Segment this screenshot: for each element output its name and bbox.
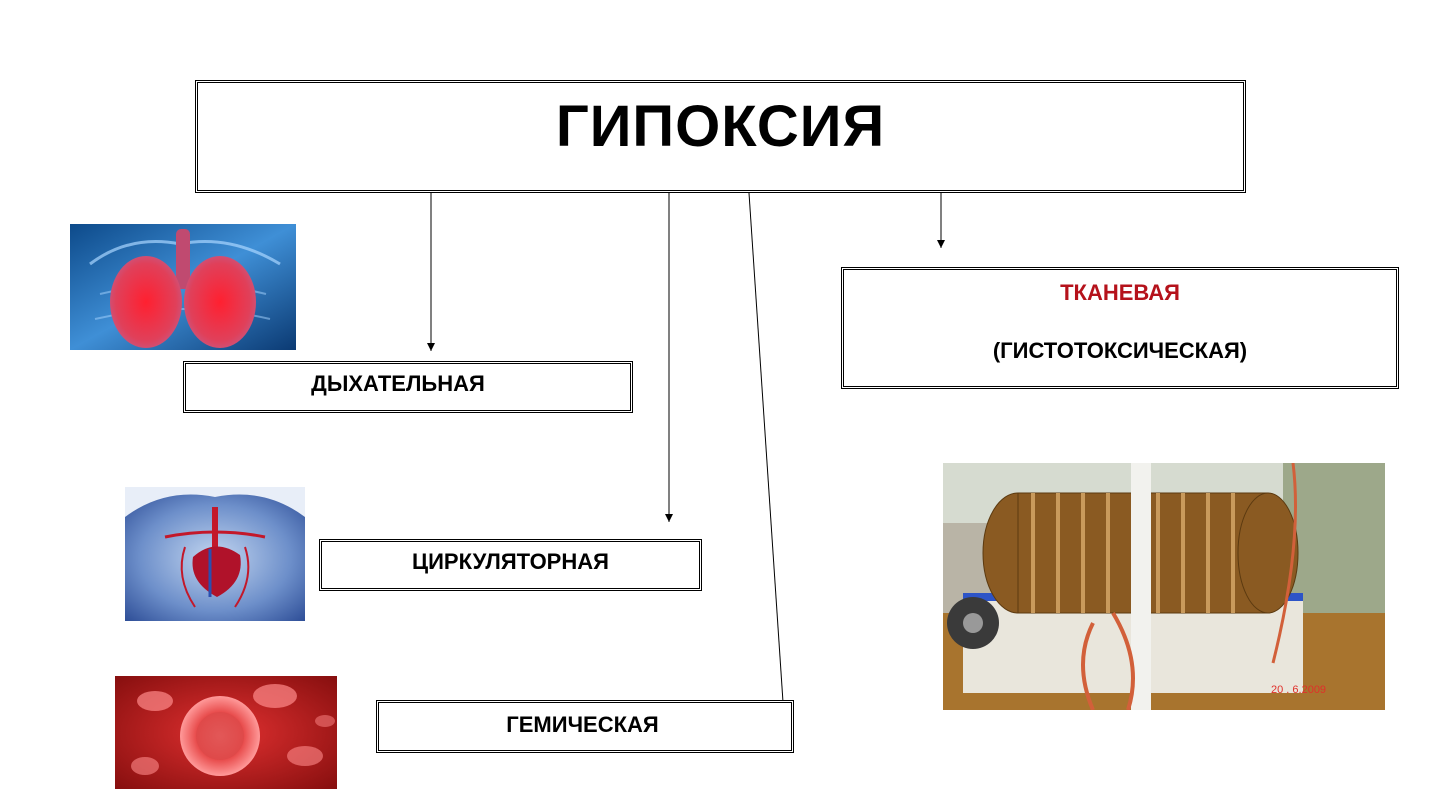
tissue-hypoxia-box: ТКАНЕВАЯ (ГИСТОТОКСИЧЕСКАЯ) [841,267,1399,389]
hemic-label: ГЕМИЧЕСКАЯ [506,711,659,737]
circulatory-label: ЦИРКУЛЯТОРНАЯ [412,549,609,574]
apparatus-photo: 20 . 6.2009 [943,463,1385,710]
respiratory-label: ДЫХАТЕЛЬНАЯ [311,371,485,396]
hemic-hypoxia-box: ГЕМИЧЕСКАЯ [376,700,794,753]
arrow-to-hemic [748,192,790,748]
respiratory-hypoxia-box: ДЫХАТЕЛЬНАЯ [183,361,633,413]
red-blood-cells-illustration [115,676,337,789]
page-title: ГИПОКСИЯ [555,94,886,159]
heart-illustration [125,487,305,621]
lungs-illustration [70,224,296,350]
title-box: ГИПОКСИЯ [195,80,1246,193]
circulatory-hypoxia-box: ЦИРКУЛЯТОРНАЯ [319,539,702,591]
photo-date-stamp: 20 . 6.2009 [1271,684,1326,696]
tissue-label: ТКАНЕВАЯ [1060,280,1180,305]
tissue-sublabel: (ГИСТОТОКСИЧЕСКАЯ) [992,338,1248,363]
